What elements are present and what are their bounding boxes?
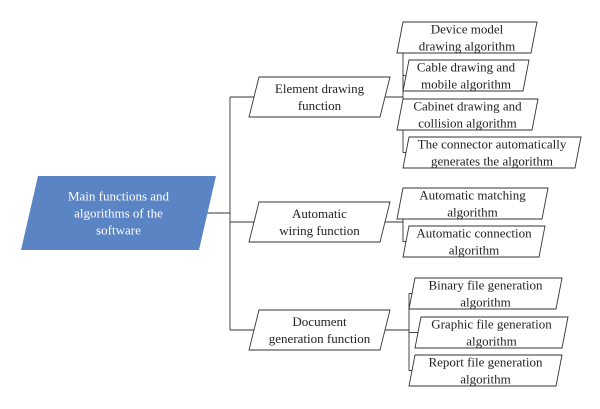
tree-nodes: Main functions and algorithms of the softw… [21,21,582,387]
leaf-node-label-line: Automatic matching [419,188,526,203]
branch-node-label: Document generation function [269,314,371,346]
leaf-node: The connector automatically generates the… [402,136,582,169]
branch-node-label-line: Automatic [292,206,347,221]
leaf-node-label-line: Graphic file generation [431,317,552,332]
branch-node-label: Automatic wiring function [279,206,360,238]
leaf-node-shape [396,187,549,220]
leaf-node: Device model drawing algorithm [396,21,538,54]
root-node-label-line: algorithms of the [74,206,163,221]
root-node: Main functions and algorithms of the softw… [21,176,216,250]
leaf-node-shape [408,277,563,310]
leaf-node-label: Binary file generation algorithm [428,278,543,310]
leaf-node-label: Automatic connection algorithm [416,226,532,258]
leaf-node-label-line: Cabinet drawing and [413,99,522,114]
branch-node-label: Element drawing function [275,81,365,113]
leaf-node: Graphic file generation algorithm [414,316,569,349]
leaf-node: Report file generation algorithm [408,354,563,387]
leaf-node-label-line: Binary file generation [428,278,543,293]
branch-node-label-line: generation function [269,331,371,346]
leaf-node-label: Cable drawing and mobile algorithm [417,60,516,92]
branch-node-shape [248,201,391,243]
root-node-label-line: software [96,223,141,238]
branch-node-label-line: Element drawing [275,81,365,96]
leaf-node-label-line: generates the algorithm [431,154,553,169]
leaf-node: Cable drawing and mobile algorithm [402,59,530,92]
leaf-node-label: Cabinet drawing and collision algorithm [413,99,522,131]
leaf-node-label-line: algorithm [460,295,511,310]
leaf-node: Automatic connection algorithm [402,225,546,258]
leaf-node-shape [396,21,538,54]
leaf-node-label-line: The connector automatically [418,137,567,152]
leaf-node-shape [402,59,530,92]
leaf-node-shape [408,354,563,387]
branch-node-shape [248,76,391,118]
root-node-label-line: Main functions and [68,189,170,204]
leaf-node-shape [396,98,539,131]
leaf-node-label-line: Report file generation [428,355,543,370]
leaf-node-label-line: collision algorithm [418,116,517,131]
leaf-node-shape [402,136,582,169]
branch-node: Document generation function [248,309,391,351]
leaf-node-label-line: Automatic connection [416,226,532,241]
leaf-node-label-line: drawing algorithm [419,39,515,54]
leaf-node-label-line: algorithm [466,334,517,349]
leaf-node-label-line: algorithm [449,243,500,258]
root-node-label: Main functions and algorithms of the softw… [68,189,170,238]
branch-node-label-line: Document [292,314,347,329]
leaf-node-label-line: Cable drawing and [417,60,516,75]
branch-node-shape [248,309,391,351]
leaf-node-label: The connector automatically generates the… [418,137,567,169]
branch-node: Automatic wiring function [248,201,391,243]
leaf-node-shape [414,316,569,349]
leaf-node-label: Graphic file generation algorithm [431,317,552,349]
leaf-node: Automatic matching algorithm [396,187,549,220]
leaf-node-label-line: algorithm [460,372,511,387]
branch-node: Element drawing function [248,76,391,118]
leaf-node-label-line: Device model [431,22,504,37]
leaf-node-label: Report file generation algorithm [428,355,543,387]
leaf-node: Cabinet drawing and collision algorithm [396,98,539,131]
leaf-node-label: Automatic matching algorithm [419,188,526,220]
root-node-shape [21,176,216,250]
leaf-node: Binary file generation algorithm [408,277,563,310]
leaf-node-label-line: mobile algorithm [421,77,511,92]
leaf-node-shape [402,225,546,258]
connector-lines [207,37,418,371]
leaf-node-label: Device model drawing algorithm [419,22,515,54]
branch-node-label-line: function [298,98,342,113]
branch-node-label-line: wiring function [279,223,360,238]
leaf-node-label-line: algorithm [447,205,498,220]
